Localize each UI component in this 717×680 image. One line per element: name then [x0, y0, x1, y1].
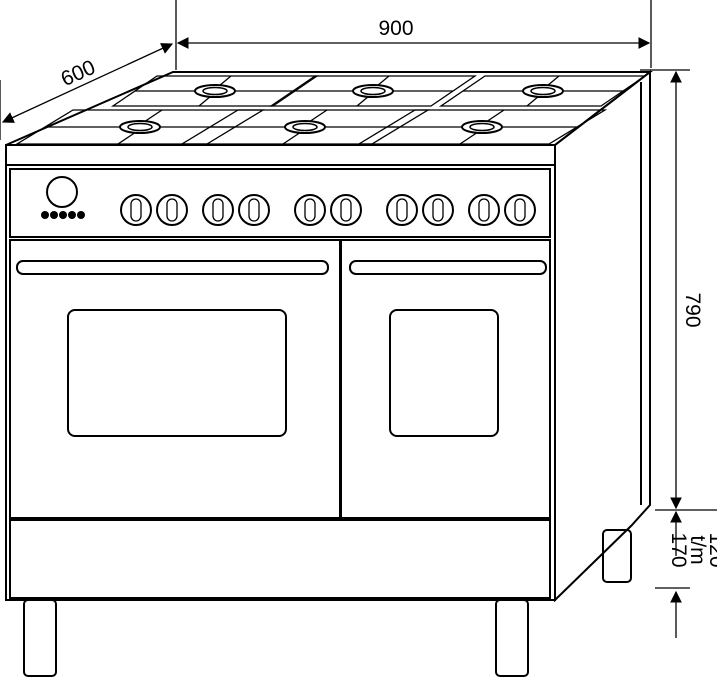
knob-body	[294, 194, 326, 226]
knob-grip	[166, 198, 178, 222]
plinth-dimension: 120 t/m 170	[655, 510, 717, 638]
burner-ring	[194, 84, 236, 98]
burner-3	[438, 75, 648, 107]
control-knob-10	[504, 194, 536, 226]
knob-body	[504, 194, 536, 226]
indicator-light-5	[77, 211, 85, 219]
indicator-light-3	[59, 211, 67, 219]
hob-surface	[5, 71, 653, 146]
control-knob-5	[294, 194, 326, 226]
control-knob-6	[330, 194, 362, 226]
knob-grip	[340, 198, 352, 222]
knob-body	[422, 194, 454, 226]
burner-cap	[360, 86, 386, 96]
knob-body	[468, 194, 500, 226]
burner-2	[268, 75, 478, 107]
control-knob-1	[120, 194, 152, 226]
burner-cap	[530, 86, 556, 96]
burner-cap	[469, 122, 495, 132]
right-door-window	[389, 309, 499, 437]
knob-grip	[478, 198, 490, 222]
pan-support-bar	[143, 109, 163, 123]
control-knob-4	[238, 194, 270, 226]
height-dimension: 790	[640, 69, 717, 511]
burner-ring	[461, 120, 503, 134]
height-label: 790	[681, 292, 704, 327]
knob-body	[156, 194, 188, 226]
plinth-label-170: 170	[667, 532, 690, 567]
knob-body	[202, 194, 234, 226]
depth-label: 600	[58, 56, 99, 91]
knob-grip	[248, 198, 260, 222]
cooker	[5, 69, 653, 677]
pan-support-outline	[268, 75, 478, 107]
indicator-lights	[41, 211, 85, 219]
control-knob-9	[468, 194, 500, 226]
plinth-label-tm: t/m	[686, 535, 709, 564]
knob-body	[120, 194, 152, 226]
left-door-handle	[16, 260, 329, 275]
left-oven-door	[9, 239, 341, 519]
burner-cap	[292, 122, 318, 132]
knob-body	[330, 194, 362, 226]
pan-support-outline	[438, 75, 648, 107]
leg-front-right	[495, 599, 529, 677]
burner-1	[110, 75, 320, 107]
side-panel	[554, 69, 651, 603]
burner-ring	[284, 120, 326, 134]
pan-support-bar	[485, 109, 505, 123]
plinth-label-120: 120	[705, 532, 717, 567]
knob-grip	[130, 198, 142, 222]
burner-cap	[127, 122, 153, 132]
left-door-window	[67, 309, 287, 437]
storage-drawer	[9, 519, 551, 599]
leg-front-left	[23, 599, 57, 677]
control-knob-7	[386, 194, 418, 226]
control-knob-3	[202, 194, 234, 226]
pan-supports	[14, 75, 648, 145]
control-knobs	[120, 194, 536, 226]
burner-cap	[202, 86, 228, 96]
knob-grip	[396, 198, 408, 222]
burner-6	[356, 109, 608, 145]
front-body	[5, 164, 556, 601]
width-label: 900	[378, 17, 413, 40]
pan-support-bar	[459, 131, 479, 145]
pan-support-bar	[282, 131, 302, 145]
indicator-light-2	[50, 211, 58, 219]
indicator-light-1	[41, 211, 49, 219]
burner-ring	[352, 84, 394, 98]
knob-body	[386, 194, 418, 226]
pan-support-bar	[117, 131, 137, 145]
burner-ring	[119, 120, 161, 134]
knob-grip	[432, 198, 444, 222]
burner-ring	[522, 84, 564, 98]
control-panel	[9, 168, 551, 238]
knob-body	[238, 194, 270, 226]
width-dimension: 900	[175, 0, 652, 70]
control-knob-2	[156, 194, 188, 226]
knob-grip	[212, 198, 224, 222]
knob-grip	[514, 198, 526, 222]
leg-back-right	[602, 529, 632, 583]
control-knob-8	[422, 194, 454, 226]
pan-support-bar	[308, 109, 328, 123]
knob-grip	[304, 198, 316, 222]
hob-edge	[5, 144, 556, 166]
right-oven-door	[340, 239, 551, 519]
pan-support-outline	[356, 109, 608, 145]
right-door-handle	[349, 260, 547, 275]
indicator-light-4	[68, 211, 76, 219]
indicator-lamp	[46, 176, 78, 208]
